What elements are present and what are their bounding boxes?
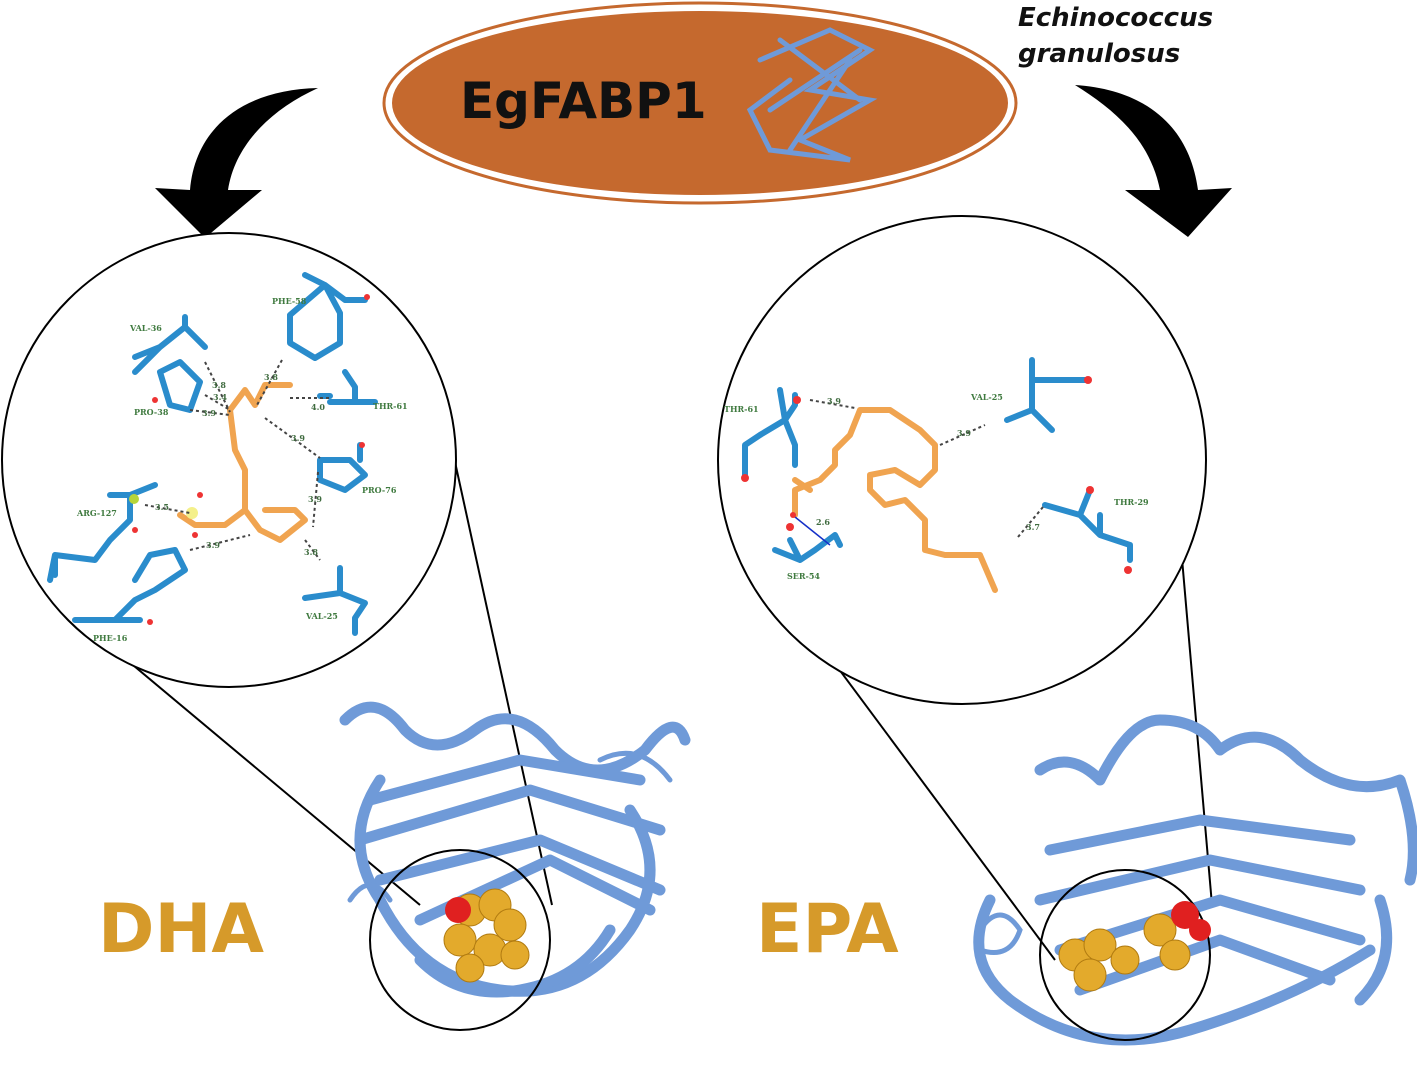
distance-label: 4.0: [311, 402, 325, 412]
residue-label: ARG-127: [76, 508, 117, 518]
species-name-line1: Echinococcus: [1018, 3, 1213, 33]
dha-distance-labels: 3.8 3.4 3.9 3.8 4.0 3.9 3.9 3.5 3.9 3.8: [155, 372, 325, 557]
dha-label: DHA: [98, 890, 264, 969]
residue-label: PHE-16: [93, 633, 128, 643]
distance-label: 3.5: [155, 502, 169, 512]
mini-protein-icon: [746, 27, 878, 163]
distance-label: 3.4: [213, 392, 227, 402]
residue-label: PRO-76: [362, 485, 397, 495]
epa-residue-labels: THR-61 VAL-25 THR-29 SER-54: [724, 392, 1149, 581]
dha-binding-site-circle: [1, 232, 457, 688]
epa-distance-labels: 3.9 3.9 3.7 2.6: [816, 396, 1040, 532]
dha-residue-labels: VAL-36 PRO-38 PHE-58 THR-61 PRO-76 ARG-1…: [76, 296, 408, 643]
residue-label: VAL-36: [129, 323, 162, 333]
epa-label: EPA: [756, 890, 899, 969]
residue-label: THR-61: [724, 404, 759, 414]
distance-label: 3.8: [212, 380, 226, 390]
protein-title: EgFABP1: [460, 72, 707, 130]
distance-label: 3.9: [827, 396, 841, 406]
residue-label: VAL-25: [970, 392, 1003, 402]
distance-label: 3.7: [1026, 522, 1040, 532]
right-curved-arrow: [1075, 85, 1232, 237]
residue-label: PHE-58: [272, 296, 307, 306]
residue-label: PRO-38: [134, 407, 169, 417]
distance-label: 2.6: [816, 517, 830, 527]
residue-label: VAL-25: [305, 611, 338, 621]
distance-label: 3.8: [264, 372, 278, 382]
distance-label: 3.9: [291, 433, 305, 443]
residue-label: SER-54: [787, 571, 820, 581]
distance-label: 3.9: [308, 494, 322, 504]
residue-label: THR-61: [373, 401, 408, 411]
dha-protein-structure: [339, 701, 691, 1031]
distance-label: 3.9: [957, 428, 971, 438]
epa-binding-site-circle: [717, 215, 1207, 705]
species-name-line2: granulosus: [1018, 39, 1180, 69]
left-curved-arrow: [155, 88, 318, 238]
distance-label: 3.9: [206, 540, 220, 550]
residue-label: THR-29: [1114, 497, 1149, 507]
distance-label: 3.8: [304, 547, 318, 557]
distance-label: 3.9: [202, 408, 216, 418]
epa-protein-structure: [973, 714, 1417, 1046]
